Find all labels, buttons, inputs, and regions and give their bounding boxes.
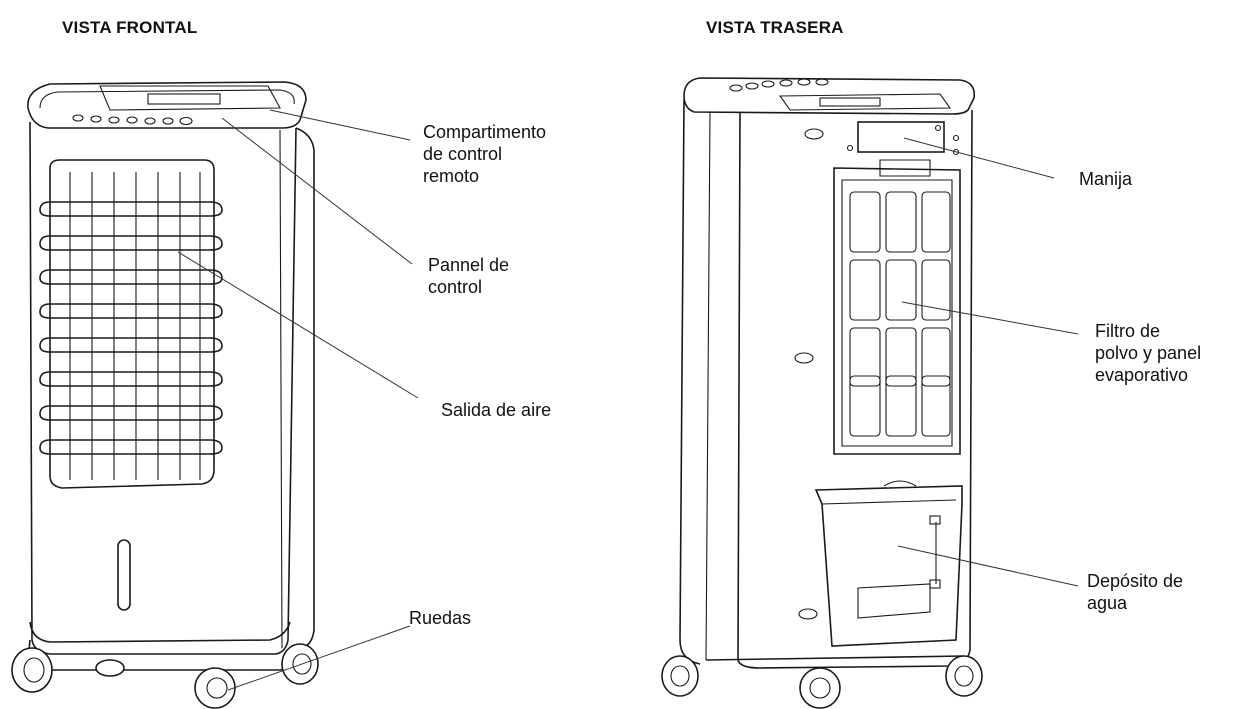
rear-view-title: VISTA TRASERA [706,18,844,37]
front-unit-drawing [11,81,319,709]
rear-lid-buttons [729,78,829,92]
label-handle: Manija [1079,169,1133,189]
label-remote-compartment: Compartimento de control remoto [423,122,547,186]
rear-unit-drawing [661,77,983,709]
label-control-panel: Pannel de control [428,255,510,297]
front-wheels [11,643,319,709]
label-water-tank: Depósito de agua [1087,571,1184,613]
front-lid-buttons [72,114,193,126]
front-view-title: VISTA FRONTAL [62,18,198,37]
front-louvers [39,172,223,480]
label-wheels: Ruedas [409,608,472,628]
rear-filter-grid [849,191,951,437]
label-dust-filter: Filtro de polvo y panel evaporativo [1095,321,1202,385]
rear-wheels [661,655,983,709]
leader-lines [177,109,1079,691]
label-air-outlet: Salida de aire [441,400,552,420]
